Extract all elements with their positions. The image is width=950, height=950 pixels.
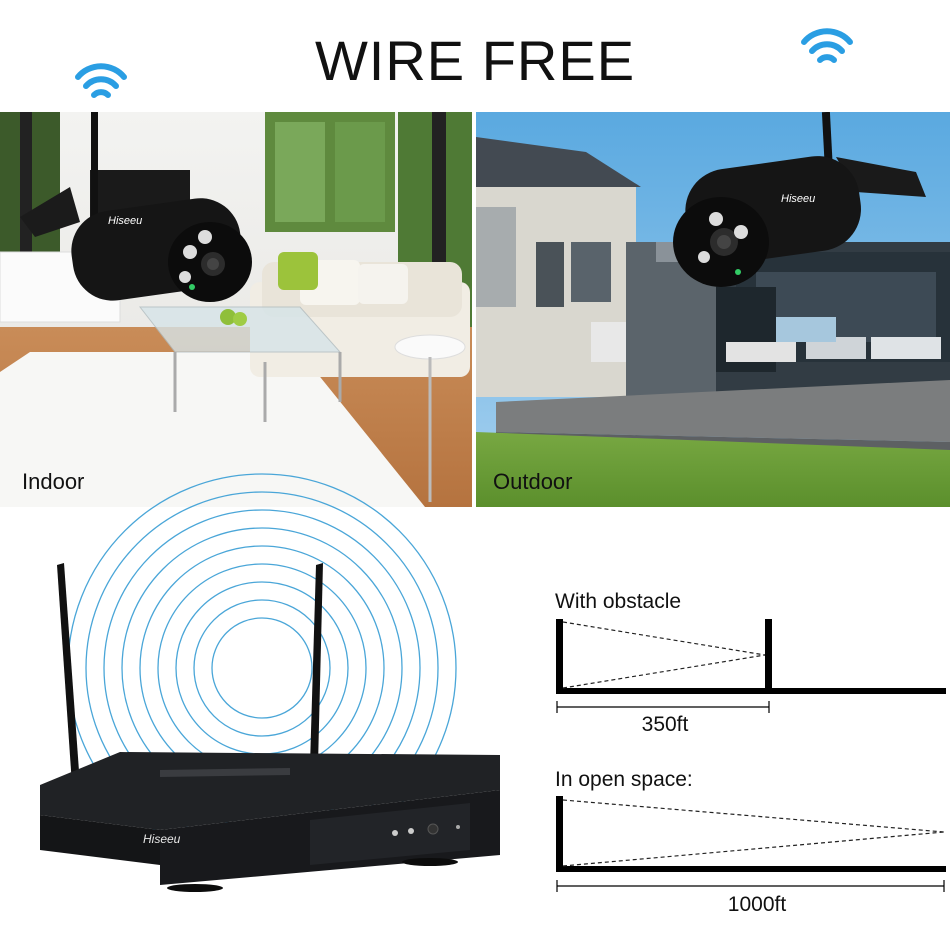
open-space-label: In open space: [555,768,693,791]
outdoor-scene: Hiseeu [476,112,950,507]
indoor-photo-panel: Hiseeu Indoor [0,112,472,507]
outdoor-camera-logo: Hiseeu [781,193,815,205]
obstacle-distance: 350ft [641,713,689,736]
indoor-scene: Hiseeu [0,112,472,507]
indoor-camera: Hiseeu [20,112,252,302]
outdoor-label: Outdoor [493,469,573,494]
outdoor-photo-panel: Hiseeu Outdoor [476,112,950,507]
outdoor-camera: Hiseeu [673,112,926,287]
signal-rings [67,473,457,863]
open-space-distance: 1000ft [727,893,787,916]
obstacle-diagram [556,619,946,713]
obstacle-label: With obstacle [555,590,682,613]
indoor-camera-logo: Hiseeu [108,215,142,227]
open-space-diagram [556,796,946,892]
nvr-logo: Hiseeu [143,832,181,846]
nvr-device: Hiseeu [40,563,500,892]
page-title: WIRE FREE [314,29,636,92]
indoor-label: Indoor [22,469,85,494]
